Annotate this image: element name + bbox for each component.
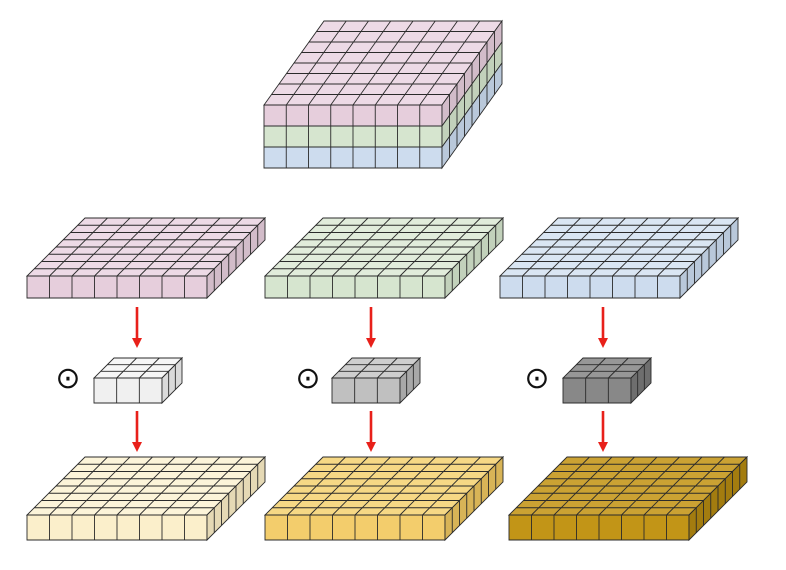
- kernel-1-grid-line: [139, 357, 160, 379]
- elementwise-operators: ⊙ ⊙ ⊙: [55, 361, 549, 396]
- channel-slices: [25, 216, 740, 300]
- kernel-2-front-layer: [331, 377, 401, 404]
- kernel-3-grid-line: [585, 357, 606, 379]
- channel-slice-1: [25, 216, 267, 300]
- kernel-3: [561, 356, 653, 405]
- kernel-3-grid-line: [608, 357, 629, 379]
- odot-operator-2: ⊙: [295, 361, 320, 396]
- output-map-2: [263, 455, 505, 542]
- kernel-1: [92, 356, 184, 405]
- channel-slice-2: [263, 216, 505, 300]
- kernel-3-front-layer: [562, 377, 632, 404]
- odot-operator-3: ⊙: [524, 361, 549, 396]
- output-map-3: [507, 455, 749, 542]
- kernel-2-grid-line: [377, 357, 398, 379]
- kernel-1-front-layer: [93, 377, 163, 404]
- output-feature-maps: [25, 455, 749, 542]
- input-tensor: [263, 19, 503, 170]
- kernel-2: [330, 356, 422, 405]
- channel-slice-3: [498, 216, 740, 300]
- kernel-2-grid-line: [354, 357, 375, 379]
- kernel-1-grid-line: [116, 357, 137, 379]
- depthwise-kernels: [92, 356, 653, 405]
- output-map-1: [25, 455, 267, 542]
- flow-arrows: [132, 307, 608, 452]
- input-tensor-block: [263, 19, 503, 170]
- odot-operator-1: ⊙: [55, 361, 80, 396]
